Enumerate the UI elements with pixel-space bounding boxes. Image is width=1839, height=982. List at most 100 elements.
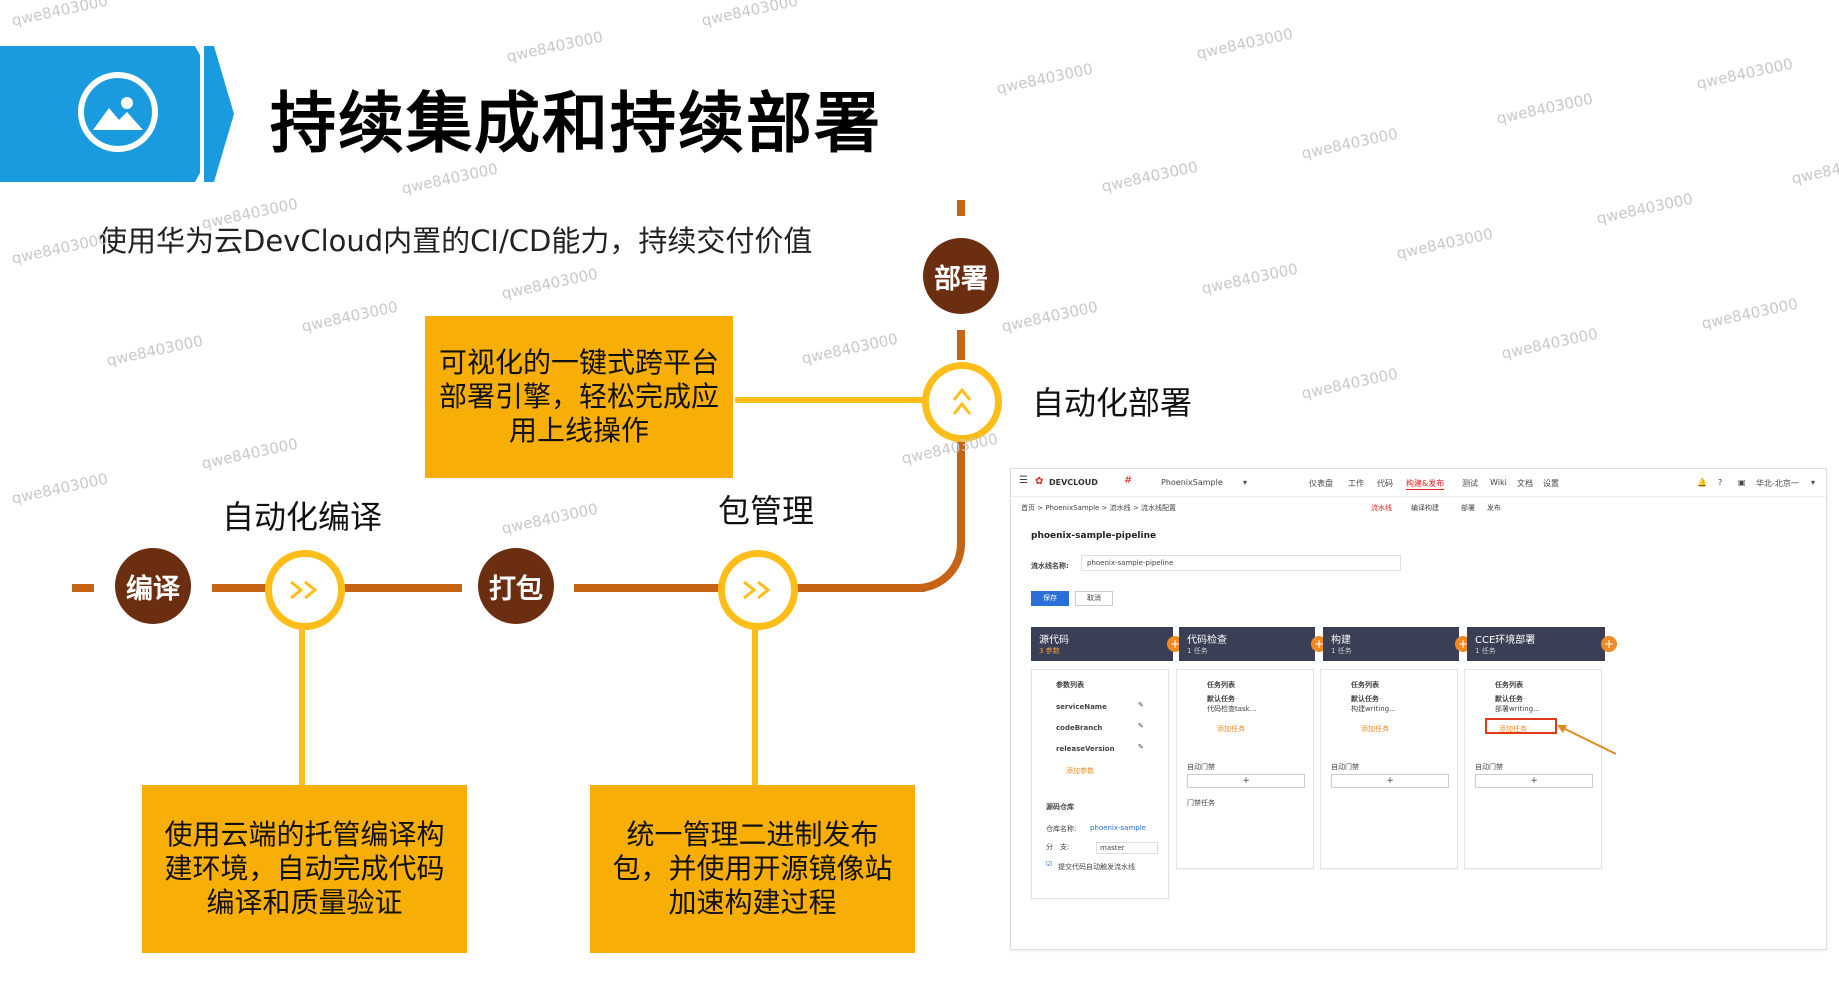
param-item[interactable]: releaseVersion	[1056, 745, 1115, 753]
watermark: qwe8403000	[1500, 324, 1600, 363]
source-card: 参数列表 serviceName ✎ codeBranch ✎ releaseV…	[1031, 669, 1169, 899]
nav-item[interactable]: Wiki	[1490, 478, 1507, 487]
box-cloud-build: 使用云端的托管编译构建环境，自动完成代码编译和质量验证	[142, 785, 467, 953]
pipeline-line-left	[72, 584, 94, 592]
subnav-item[interactable]: 发布	[1487, 504, 1501, 512]
box-deploy-engine: 可视化的一键式跨平台部署引擎，轻松完成应用上线操作	[425, 316, 733, 478]
branch-select[interactable]: master	[1096, 842, 1158, 854]
edit-icon[interactable]: ✎	[1138, 722, 1144, 730]
chevron-right-double-icon	[718, 550, 798, 630]
task-list-title: 任务列表	[1495, 681, 1523, 689]
image-icon	[78, 72, 158, 152]
build-card: 任务列表 默认任务 构建writing... 添加任务 自动门禁 +	[1320, 669, 1458, 869]
stage-source[interactable]: 源代码 3 参数	[1031, 627, 1173, 661]
nav-item[interactable]: 工作	[1348, 479, 1364, 488]
pipeline-name-value: phoenix-sample-pipeline	[1087, 559, 1174, 567]
hash-icon: #	[1124, 475, 1133, 486]
help-icon[interactable]: ?	[1718, 478, 1723, 487]
project-select[interactable]: PhoenixSample	[1161, 478, 1223, 487]
page-title: 持续集成和持续部署	[270, 85, 882, 162]
arrow-icon	[1557, 725, 1617, 755]
repo-name-link[interactable]: phoenix-sample	[1090, 824, 1146, 832]
add-gate-button[interactable]: +	[1331, 774, 1449, 788]
bell-icon[interactable]: 🔔	[1697, 478, 1707, 487]
branch-label: 分 支:	[1046, 843, 1070, 851]
default-task: 默认任务	[1207, 695, 1235, 703]
breadcrumb: 首页 > PhoenixSample > 流水线 > 流水线配置	[1021, 504, 1176, 512]
menu-icon[interactable]: ☰	[1019, 475, 1028, 486]
watermark: qwe8403000	[1790, 149, 1839, 188]
connector-package	[752, 620, 758, 785]
watermark: qwe8403000	[1200, 259, 1300, 298]
stage-sub: 1 任务	[1475, 647, 1496, 655]
task-item[interactable]: 部署writing...	[1495, 705, 1540, 713]
watermark: qwe8403000	[10, 229, 110, 268]
checkbox-icon[interactable]: ☑	[1046, 860, 1053, 868]
pipeline-title: phoenix-sample-pipeline	[1031, 531, 1157, 541]
nav-item-active[interactable]: 构建&发布	[1406, 479, 1445, 490]
watermark: qwe8403000	[700, 0, 800, 30]
watermark: qwe8403000	[995, 59, 1095, 98]
watermark: qwe8403000	[1700, 294, 1800, 333]
box-binary-mgmt: 统一管理二进制发布包，并使用开源镜像站加速构建过程	[590, 785, 915, 953]
nav-item[interactable]: 测试	[1462, 479, 1478, 488]
task-item[interactable]: 代码检查task...	[1207, 705, 1257, 713]
add-gate-button[interactable]: +	[1475, 774, 1593, 788]
stage-sub: 1 任务	[1331, 647, 1352, 655]
task-item[interactable]: 构建writing...	[1351, 705, 1396, 713]
edit-icon[interactable]: ✎	[1138, 701, 1144, 709]
huawei-logo-icon: ✿	[1035, 476, 1044, 487]
param-item[interactable]: codeBranch	[1056, 724, 1103, 732]
nav-item[interactable]: 设置	[1543, 479, 1559, 488]
stage-cce-deploy[interactable]: CCE环境部署 1 任务	[1467, 627, 1605, 661]
stage-name: 构建	[1331, 635, 1351, 646]
nav-item[interactable]: 文档	[1517, 479, 1533, 488]
watermark: qwe8403000	[1495, 89, 1595, 128]
node-package: 打包	[478, 548, 554, 624]
watermark: qwe8403000	[500, 499, 600, 538]
user-icon[interactable]: ▣	[1738, 478, 1746, 487]
node-compile: 编译	[115, 548, 191, 624]
add-param-button[interactable]: 添加参数	[1066, 767, 1094, 775]
label-auto-deploy: 自动化部署	[1032, 384, 1193, 422]
pipeline-line-tip	[957, 200, 965, 216]
add-task-highlight[interactable]	[1485, 718, 1557, 734]
pipeline-curve	[880, 470, 965, 592]
watermark: qwe8403000	[1395, 224, 1495, 263]
chevron-down-icon: ▾	[1811, 478, 1816, 487]
pipeline-name-input[interactable]: phoenix-sample-pipeline	[1081, 555, 1401, 571]
watermark: qwe8403000	[200, 434, 300, 473]
stage-build[interactable]: 构建 1 任务	[1323, 627, 1459, 661]
add-task-button[interactable]: 添加任务	[1217, 725, 1245, 733]
subnav-item[interactable]: 流水线	[1371, 504, 1392, 512]
watermark: qwe8403000	[1300, 124, 1400, 163]
watermark: qwe8403000	[1695, 54, 1795, 93]
cancel-button[interactable]: 取消	[1075, 591, 1113, 606]
edit-icon[interactable]: ✎	[1138, 743, 1144, 751]
nav-item[interactable]: 仪表盘	[1309, 479, 1333, 488]
header-chevron	[204, 46, 234, 182]
subnav-item[interactable]: 部署	[1461, 504, 1475, 512]
subnav-item[interactable]: 编译构建	[1411, 504, 1439, 512]
auto-trigger-checkbox[interactable]: 提交代码自动触发流水线	[1058, 863, 1135, 871]
connector-deploy	[735, 397, 925, 403]
add-task-button[interactable]: 添加任务	[1361, 725, 1389, 733]
add-gate-button[interactable]: +	[1187, 774, 1305, 788]
nav-item[interactable]: 代码	[1377, 479, 1393, 488]
watermark: qwe8403000	[800, 329, 900, 368]
region-select[interactable]: 华北-北京一	[1756, 479, 1799, 488]
gate-task[interactable]: 门禁任务	[1187, 799, 1215, 807]
param-item[interactable]: serviceName	[1056, 703, 1107, 711]
add-stage-icon[interactable]: +	[1601, 636, 1617, 652]
stage-code-check[interactable]: 代码检查 1 任务	[1179, 627, 1315, 661]
label-auto-compile: 自动化编译	[222, 498, 383, 536]
stage-name: CCE环境部署	[1475, 635, 1536, 646]
stage-sub: 1 任务	[1187, 647, 1208, 655]
save-button[interactable]: 保存	[1031, 591, 1069, 606]
shot-topbar: ☰ ✿ DEVCLOUD # PhoenixSample ▾ 仪表盘 工作 代码…	[1011, 469, 1826, 497]
watermark: qwe8403000	[10, 469, 110, 508]
cce-deploy-card: 任务列表 默认任务 部署writing... 添加任务 自动门禁 +	[1464, 669, 1602, 869]
add-task-button[interactable]: 添加任务	[1499, 725, 1527, 733]
watermark: qwe8403000	[1195, 24, 1295, 63]
stage-sub: 3 参数	[1039, 647, 1060, 655]
